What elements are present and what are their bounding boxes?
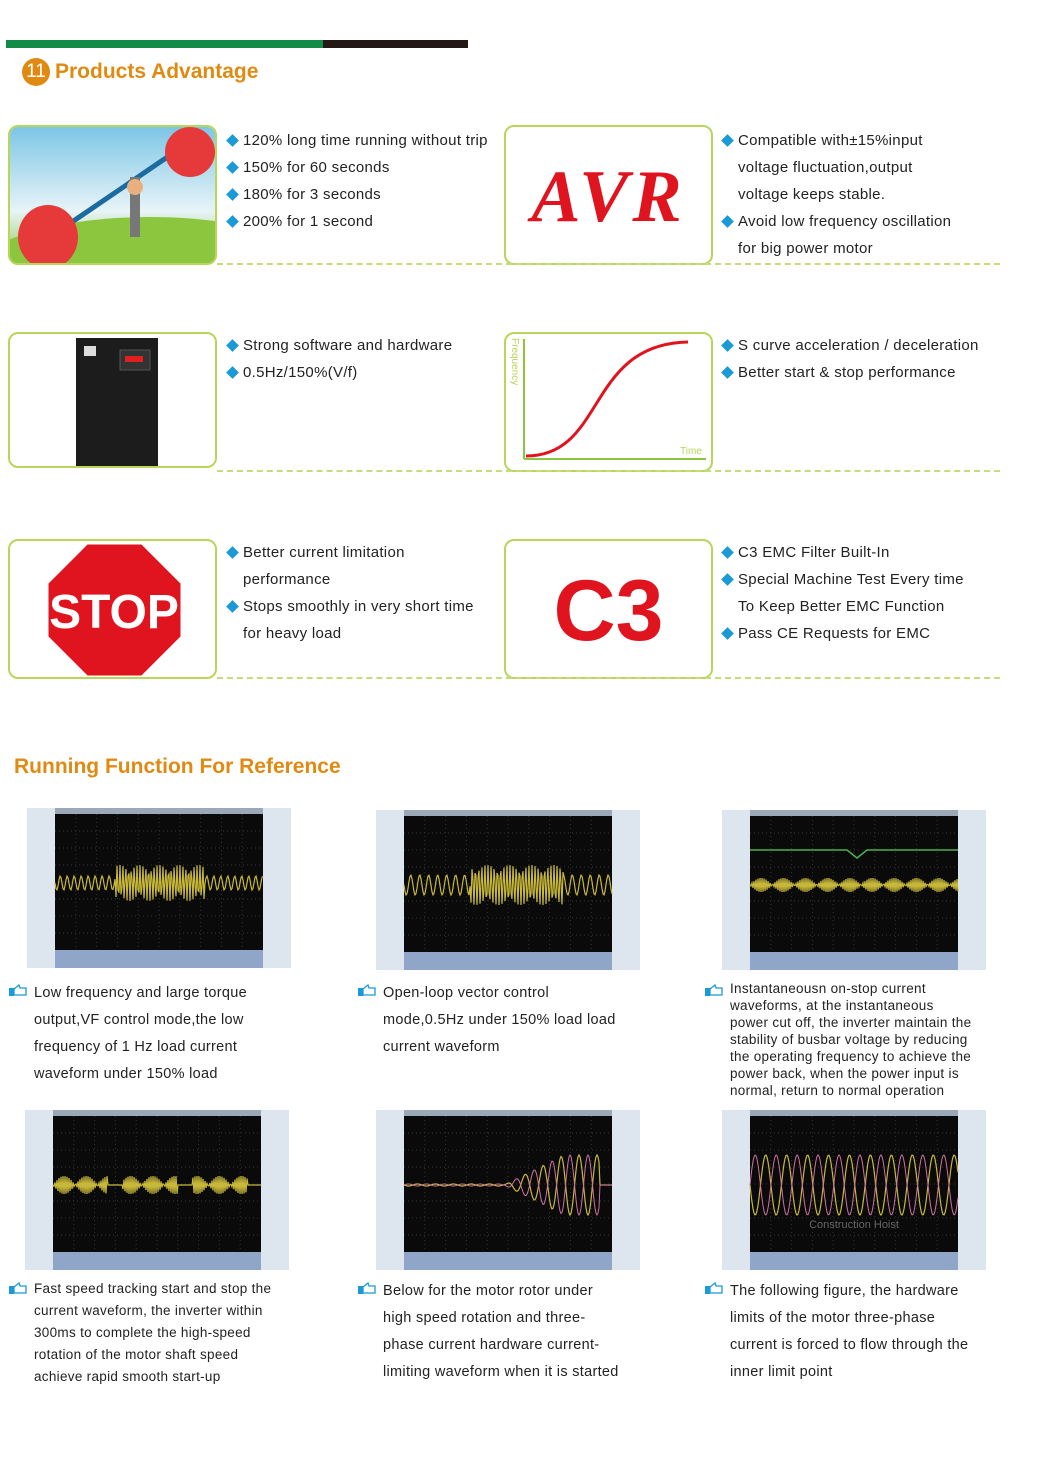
caption-line: waveform under 150% load [34, 1066, 218, 1082]
list-item: To Keep Better EMC Function [738, 598, 945, 615]
list-item: performance [243, 571, 331, 588]
caption-line: stability of busbar voltage by reducing [730, 1032, 968, 1047]
list-item: Special Machine Test Every time [722, 566, 964, 593]
caption-line: inner limit point [730, 1364, 833, 1380]
waveform-caption: Below for the motor rotor under high spee… [358, 1278, 683, 1386]
advantage-list-overload: 120% long time running without trip 150%… [227, 127, 488, 235]
divider [217, 470, 1000, 472]
avr-logo: AVR [504, 125, 713, 265]
waveform-caption: Fast speed tracking start and stop the cu… [9, 1278, 334, 1388]
caption-line: output,VF control mode,the low [34, 1012, 244, 1028]
pointing-hand-icon [705, 984, 723, 996]
list-item: Avoid low frequency oscillation [722, 208, 951, 235]
caption-line: phase current hardware current- [383, 1337, 600, 1353]
caption-line: frequency of 1 Hz load current [34, 1039, 238, 1055]
caption-line: The following figure, the hardware [730, 1283, 959, 1299]
caption-line: rotation of the motor shaft speed [34, 1347, 239, 1362]
section-title: Products Advantage [55, 60, 259, 83]
advantage-list-avr: Compatible with±15%input voltage fluctuat… [722, 127, 951, 262]
caption-line: Open-loop vector control [383, 985, 549, 1001]
waveform-caption: The following figure, the hardware limits… [705, 1278, 1030, 1386]
waveform-caption: Instantaneousn on-stop current waveforms,… [705, 980, 1030, 1099]
caption-line: 300ms to complete the high-speed [34, 1325, 251, 1340]
caption-line: Fast speed tracking start and stop the [34, 1281, 272, 1296]
oscilloscope-waveform-image: Construction Hoist [722, 1110, 986, 1270]
caption-line: high speed rotation and three- [383, 1310, 586, 1326]
caption-line: Low frequency and large torque [34, 985, 247, 1001]
caption-line: limiting waveform when it is started [383, 1364, 619, 1380]
weightlifter-image [8, 125, 217, 265]
caption-line: achieve rapid smooth start-up [34, 1369, 221, 1384]
list-item: 120% long time running without trip [227, 127, 488, 154]
advantage-list-control: Strong software and hardware 0.5Hz/150%(… [227, 332, 452, 386]
list-item: Better current limitation [227, 539, 474, 566]
list-item: 200% for 1 second [227, 208, 488, 235]
list-item: for big power motor [738, 240, 873, 257]
oscilloscope-waveform-image [27, 808, 291, 968]
caption-line: current waveform, the inverter within [34, 1303, 263, 1318]
pointing-hand-icon [358, 984, 376, 996]
list-item: 180% for 3 seconds [227, 181, 488, 208]
list-item: Better start & stop performance [722, 359, 979, 386]
inverter-image [8, 332, 217, 468]
caption-line: power back, when the power input is [730, 1066, 959, 1081]
divider [217, 263, 1000, 265]
pointing-hand-icon [9, 984, 27, 996]
caption-line: power cut off, the inverter maintain the [730, 1015, 972, 1030]
section-title-running: Running Function For Reference [14, 755, 341, 778]
list-item: Pass CE Requests for EMC [722, 620, 964, 647]
advantage-list-scurve: S curve acceleration / deceleration Bett… [722, 332, 979, 386]
oscilloscope-waveform-image [376, 810, 640, 970]
caption-line: current waveform [383, 1039, 500, 1055]
pointing-hand-icon [9, 1282, 27, 1294]
s-curve-graph: Frequency Time [504, 332, 713, 472]
header-bar-dark [323, 40, 468, 48]
caption-line: limits of the motor three-phase [730, 1310, 936, 1326]
header-bar-green [6, 40, 323, 48]
list-item: S curve acceleration / deceleration [722, 332, 979, 359]
caption-line: mode,0.5Hz under 150% load load [383, 1012, 616, 1028]
list-item: 0.5Hz/150%(V/f) [227, 359, 452, 386]
list-item: for heavy load [243, 625, 342, 642]
caption-line: the operating frequency to achieve the [730, 1049, 972, 1064]
list-item: voltage fluctuation,output [738, 159, 913, 176]
section-number-badge: 11 [22, 58, 50, 86]
list-item: Strong software and hardware [227, 332, 452, 359]
c3-logo: C3 [504, 539, 713, 679]
waveform-caption: Low frequency and large torque output,VF … [9, 980, 334, 1088]
list-item: voltage keeps stable. [738, 186, 886, 203]
caption-line: current is forced to flow through the [730, 1337, 969, 1353]
waveform-caption: Open-loop vector control mode,0.5Hz under… [358, 980, 683, 1061]
watermark: Construction Hoist [809, 1219, 899, 1231]
pointing-hand-icon [358, 1282, 376, 1294]
pointing-hand-icon [705, 1282, 723, 1294]
svg-text:STOP: STOP [49, 586, 179, 639]
list-item: Stops smoothly in very short time [227, 593, 474, 620]
y-axis-label: Frequency [509, 338, 520, 385]
caption-line: Below for the motor rotor under [383, 1283, 593, 1299]
x-axis-label: Time [680, 446, 702, 457]
oscilloscope-waveform-image [376, 1110, 640, 1270]
caption-line: normal, return to normal operation [730, 1083, 945, 1098]
stop-sign: STOP [8, 539, 217, 679]
divider [217, 677, 1000, 679]
oscilloscope-waveform-image [722, 810, 986, 970]
list-item: Compatible with±15%input [722, 127, 951, 154]
caption-line: Instantaneousn on-stop current [730, 981, 926, 996]
list-item: 150% for 60 seconds [227, 154, 488, 181]
oscilloscope-waveform-image [25, 1110, 289, 1270]
list-item: C3 EMC Filter Built-In [722, 539, 964, 566]
caption-line: waveforms, at the instantaneous [730, 998, 934, 1013]
